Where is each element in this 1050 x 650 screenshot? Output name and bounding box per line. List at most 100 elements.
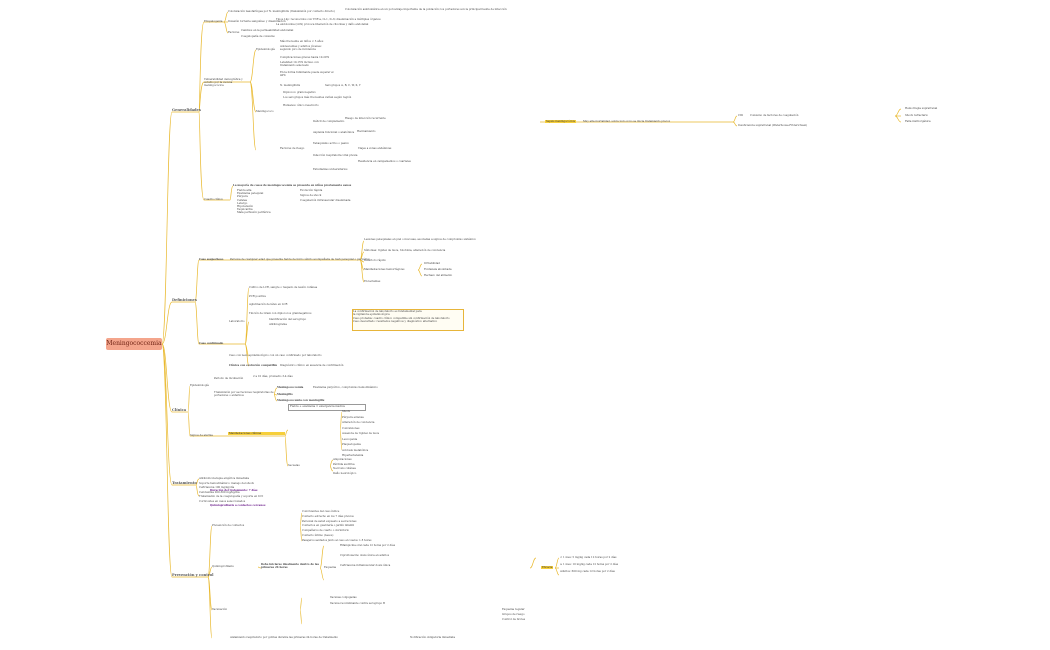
dosis-item[interactable]: < 1 mes: 5 mg/kg cada 12 horas por 2 día…	[560, 556, 617, 559]
node-fr-6[interactable]: Viajes a zonas endémicas	[358, 147, 392, 150]
vacunacion-item[interactable]: Vacunas conjugadas	[330, 596, 357, 599]
secuela-item[interactable]: Amputaciones	[333, 458, 352, 461]
node-etio-2r2[interactable]: La endotoxina (LOS) provoca liberación d…	[276, 23, 369, 26]
node-cli-epi-1r[interactable]: 2 a 10 días, promedio 3-4 días	[253, 375, 293, 378]
signo-item[interactable]: Púrpura extensa	[342, 415, 364, 419]
node-conf-clin[interactable]: Clínica con evolución compatible	[229, 364, 278, 367]
node-cli-diag-3[interactable]: Meningococemia con meningitis	[277, 399, 325, 402]
signo-item[interactable]: Convulsiones	[342, 426, 360, 430]
secuela-item[interactable]: Pérdida auditiva	[333, 462, 355, 466]
prevencion-item[interactable]: Convivientes del caso índice	[302, 510, 340, 513]
node-sosp-4[interactable]: Manifestaciones hemorrágicas	[364, 268, 405, 271]
prevencion-item[interactable]: Pasajeros sentados junto al caso en vuel…	[302, 538, 372, 542]
node-cli-diag-2[interactable]: Meningitis	[277, 393, 293, 396]
node-cuadro-clinico[interactable]: Cuadro clínico	[204, 198, 224, 201]
node-conf-note[interactable]: Caso con nexo epidemiológico con un caso…	[229, 354, 322, 357]
node-epi-3[interactable]: Complicaciones graves hasta 10-20%	[280, 56, 330, 59]
node-epi-2[interactable]: Adolescentes y adultos jóvenes: segundo …	[280, 45, 322, 52]
sospechoso-leaf[interactable]: Rechazo del alimento	[424, 274, 453, 277]
prevencion-item[interactable]: Contacto estrecho en los 7 días previos	[302, 514, 354, 518]
node-epi-4[interactable]: Letalidad 10-15% incluso con tratamiento…	[280, 61, 319, 68]
tratamiento-item[interactable]: Antibioticoterapia empírica inmediata	[199, 477, 250, 480]
node-cuadro-r[interactable]: La mayoría de casos de meningococemia se…	[233, 184, 352, 187]
node-prev-2-bold[interactable]: Debe iniciarse idealmente dentro de las …	[261, 563, 319, 570]
quimioprofilaxis-item[interactable]: Rifampicina oral cada 12 horas por 2 día…	[340, 544, 396, 547]
signo-item[interactable]: Hiperlactatemia	[342, 454, 364, 457]
cuadro-item[interactable]: Fiebre alta	[237, 189, 252, 192]
prevencion-item[interactable]: Compañeros de cuarto o dormitorio	[302, 529, 350, 533]
quimioprofilaxis-item[interactable]: Ciprofloxacino dosis única en adultos	[340, 554, 390, 557]
confirmado-item[interactable]: PCR positiva	[249, 294, 266, 298]
node-prev-2-box[interactable]: Eficacia	[541, 566, 554, 570]
node-cli-diag-1[interactable]: Meningococcemia	[277, 386, 304, 389]
signo-item[interactable]: Plaquetopenia	[342, 443, 361, 446]
prevencion-item[interactable]: Contacto íntimo (besos)	[302, 534, 334, 537]
dosis-item[interactable]: Adultos: 600 mg cada 12 horas por 2 días	[560, 570, 615, 573]
cuadro-item[interactable]: Hipotensión	[237, 205, 253, 208]
node-prev-4r[interactable]: Notificación obligatoria inmediata	[410, 636, 456, 639]
branch-generalidades[interactable]: Generalidades	[172, 108, 201, 112]
cuadro-note[interactable]: Coagulación intravascular diseminada	[300, 199, 351, 202]
node-fr-1[interactable]: Déficit de complemento	[313, 120, 345, 123]
node-etio-3a[interactable]: Cambios en la permeabilidad endotelial	[241, 29, 294, 32]
cuadro-note[interactable]: Evolución rápida	[300, 189, 323, 192]
vacunacion-item[interactable]: Vacuna recombinante contra serogrupo B	[330, 602, 385, 605]
quimioprofilaxis-item[interactable]: Ceftriaxona intramuscular dosis única	[340, 564, 391, 567]
tratamiento-item[interactable]: Cefotaxima 200-300 mg/kg/día	[199, 490, 240, 494]
node-prev-2-sub[interactable]: Esquema	[324, 566, 337, 569]
node-factores-riesgo[interactable]: Factores de riesgo	[280, 147, 305, 150]
sospechoso-leaf[interactable]: Irritabilidad	[424, 262, 440, 265]
node-caso-confirmado[interactable]: Caso confirmado	[199, 342, 224, 345]
node-fr-4[interactable]: Tabaquismo activo o pasivo	[313, 142, 350, 145]
cuadro-item[interactable]: Exantema petequial	[237, 192, 264, 196]
node-conf-clin-r[interactable]: Diagnóstico clínico en ausencia de confi…	[280, 364, 344, 367]
dosis-item[interactable]: ≥ 1 mes: 10 mg/kg cada 12 horas por 2 dí…	[560, 563, 619, 566]
signo-item[interactable]: Shock	[342, 410, 351, 413]
node-sepsis-1r[interactable]: Consumo de factores de coagulación	[750, 114, 799, 117]
node-etio-3b[interactable]: Coagulopatía de consumo	[241, 35, 275, 38]
cuadro-note[interactable]: Signos de shock	[300, 194, 322, 197]
node-etio-1r[interactable]: Colonización asintomática en un porcenta…	[345, 8, 507, 11]
branch-tratamiento[interactable]: Tratamiento	[172, 481, 197, 485]
vacunacion-leaf[interactable]: Esquema regular	[502, 608, 525, 611]
node-fr-3[interactable]: Hacinamiento	[357, 130, 376, 133]
confirmado-sub[interactable]: Identificación del serogrupo	[269, 318, 307, 321]
node-etiopatogenia[interactable]: Etiopatogenia	[204, 20, 223, 23]
vacunacion-leaf[interactable]: Grupos de riesgo	[502, 613, 525, 616]
confirmado-sub[interactable]: Antibiograma	[269, 323, 287, 326]
branch-clinica[interactable]: Clínica	[172, 408, 187, 412]
definition-note-line[interactable]: Caso probable: cuadro clínico compatible…	[353, 316, 450, 320]
node-etio-1[interactable]: Colonización nasofaríngea por N. meningi…	[228, 10, 335, 13]
node-men-1[interactable]: Diplococo gram negativo	[283, 91, 316, 94]
node-sepsis-1[interactable]: CID	[738, 114, 744, 117]
node-cli-epi-2[interactable]: Transmisión por secreciones respiratoria…	[214, 391, 274, 398]
node-meningococo[interactable]: Meningococo	[256, 110, 274, 113]
vacunacion-leaf[interactable]: Control de brotes	[502, 618, 526, 621]
definition-note-line[interactable]: la vigilancia epidemiológica	[353, 313, 390, 317]
node-tto-purple-2[interactable]: Quimioprofilaxis a contactos cercanos	[210, 504, 266, 507]
node-tto-purple-1[interactable]: Duración del tratamiento: 7 días	[210, 489, 258, 492]
cuadro-item[interactable]: Cefalea	[237, 198, 247, 202]
root-node[interactable]: Meningococcemia	[106, 338, 162, 350]
node-sosp-2[interactable]: Síntomas: rigidez de nuca, fotofobia, al…	[364, 249, 446, 252]
node-sosp-1[interactable]: Lesiones petequiales en piel o mucosas, …	[364, 238, 476, 241]
node-epi-6[interactable]: N. meningitidis	[280, 84, 301, 87]
node-prev-1[interactable]: Prevención de contactos	[212, 524, 245, 527]
node-cli-manifestaciones[interactable]: Manifestaciones clínicas	[228, 432, 285, 436]
node-sosp-r[interactable]: Persona de cualquier edad que presente f…	[230, 258, 370, 261]
node-etio-2[interactable]: Invasión torrente sanguíneo y diseminaci…	[228, 20, 286, 23]
node-caso-sospechoso[interactable]: Caso sospechoso	[199, 258, 224, 261]
node-cli-epi-1[interactable]: Periodo de incubación	[214, 377, 244, 380]
confirmado-item[interactable]: Cultivo de LCR, sangre o raspado de lesi…	[249, 286, 318, 289]
cuadro-item[interactable]: Letargo	[237, 201, 248, 205]
confirmado-item[interactable]: Aglutinación de látex en LCR	[249, 303, 288, 306]
cuadro-item[interactable]: Taquicardia	[237, 208, 253, 212]
node-sepsis-r[interactable]: Muy alta mortalidad, sobre todo si no se…	[583, 120, 671, 123]
sospechoso-leaf[interactable]: Fontanela abombada	[424, 268, 452, 271]
tratamiento-item[interactable]: Ceftriaxona 100 mg/kg/día	[199, 486, 235, 489]
definition-note-line[interactable]: Caso descartado: resultados negativos y …	[353, 320, 438, 324]
signo-item[interactable]: Leucopenia	[342, 437, 358, 441]
node-cli-secuelas[interactable]: Secuelas	[288, 464, 300, 467]
prevencion-item[interactable]: Personal de salud expuesto a secreciones	[302, 519, 357, 523]
branch-definiciones[interactable]: Definiciones	[172, 298, 197, 302]
